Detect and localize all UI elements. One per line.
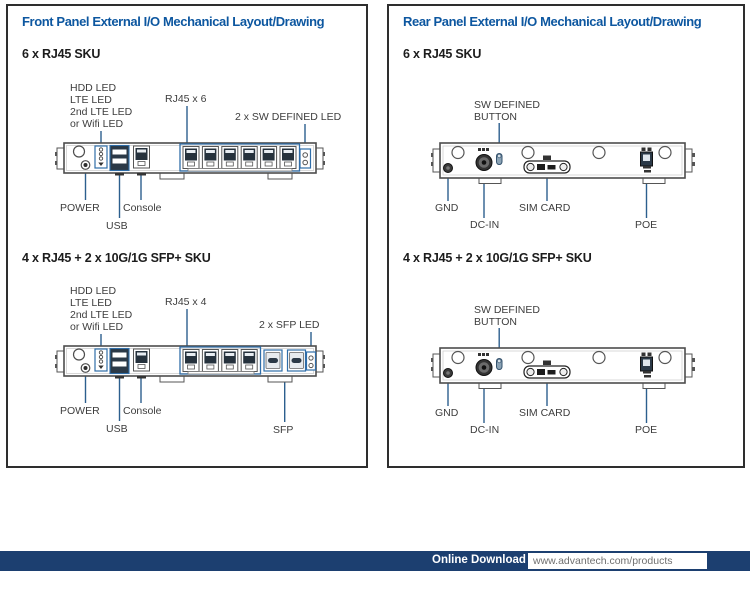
front-panel-title: Front Panel External I/O Mechanical Layo… [22,14,325,29]
label-hdd-led: HDD LED [70,82,117,94]
label-sim-card: SIM CARD [519,202,571,214]
label-2nd-lte-led: 2nd LTE LED [70,106,133,118]
label-rj45-count: RJ45 x 4 [165,296,207,308]
rear-sku2-heading: 4 x RJ45 + 2 x 10G/1G SFP+ SKU [403,251,592,265]
label-sw-defined-led: 2 x SW DEFINED LED [235,111,342,123]
rear-panel-drawing-2: SW DEFINED BUTTON GND DC-IN SIM CARD POE [430,304,696,436]
label-hdd-led: HDD LED [70,285,117,297]
label-lte-led: LTE LED [70,297,112,309]
label-wifi-led: or Wifi LED [70,321,124,333]
online-download-bar: Online Download www.advantech.com/produc… [0,551,750,571]
label-power: POWER [60,202,100,214]
label-console: Console [123,202,162,214]
rj45-port-group [179,346,262,375]
rear-panel-drawing-1: SW DEFINED BUTTON GND DC-IN SIM CARD POE [430,99,696,231]
label-sw-defined: SW DEFINED [474,304,540,316]
label-usb: USB [106,220,128,232]
front-sku2-heading: 4 x RJ45 + 2 x 10G/1G SFP+ SKU [22,251,211,265]
label-sfp: SFP [273,424,293,436]
label-gnd: GND [435,407,459,419]
label-sim-card: SIM CARD [519,407,571,419]
label-button: BUTTON [474,111,517,123]
label-sw-defined: SW DEFINED [474,99,540,111]
label-2nd-lte-led: 2nd LTE LED [70,309,133,321]
label-lte-led: LTE LED [70,94,112,106]
label-wifi-led: or Wifi LED [70,118,124,130]
sfp-led-block [305,351,317,371]
front-panel-section: Front Panel External I/O Mechanical Layo… [6,4,368,468]
front-panel-4rj45-sfp-drawing: HDD LED LTE LED 2nd LTE LED or Wifi LED … [10,285,364,436]
label-sfp-led: 2 x SFP LED [259,319,320,331]
label-poe: POE [635,424,657,436]
label-console: Console [123,405,162,417]
sw-defined-led-block [299,148,312,169]
front-panel-6rj45-drawing: HDD LED LTE LED 2nd LTE LED or Wifi LED … [10,82,342,232]
label-usb: USB [106,423,128,435]
label-poe: POE [635,219,657,231]
rear-chassis [430,142,696,185]
online-download-label: Online Download [432,554,526,566]
label-button: BUTTON [474,316,517,328]
label-dc-in: DC-IN [470,424,499,436]
download-url[interactable]: www.advantech.com/products [528,553,707,569]
label-power: POWER [60,405,100,417]
label-rj45-count: RJ45 x 6 [165,93,207,105]
front-sku1-heading: 6 x RJ45 SKU [22,47,101,61]
label-gnd: GND [435,202,459,214]
rear-panel-title: Rear Panel External I/O Mechanical Layou… [403,14,702,29]
label-dc-in: DC-IN [470,219,499,231]
rear-panel-section: Rear Panel External I/O Mechanical Layou… [387,4,745,468]
rear-chassis [430,347,696,390]
rear-sku1-heading: 6 x RJ45 SKU [403,47,482,61]
